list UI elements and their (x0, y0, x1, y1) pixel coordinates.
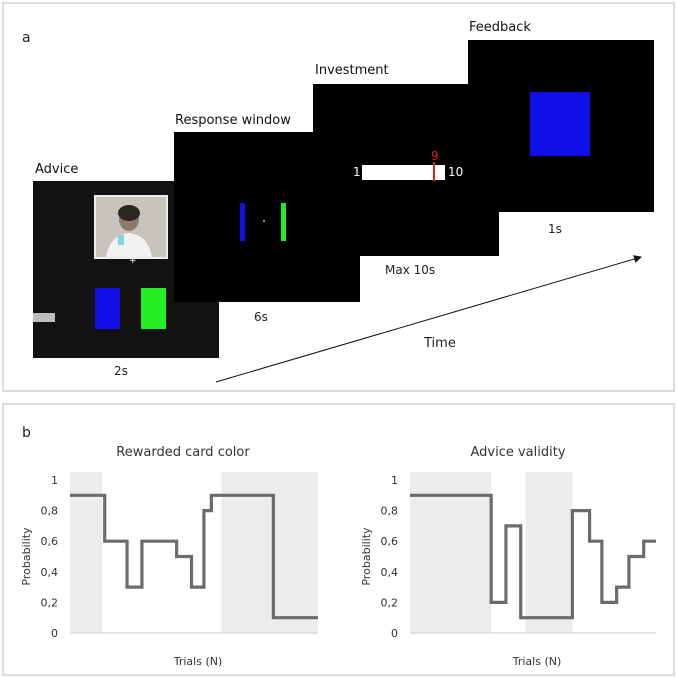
y-tick-label: 0,8 (41, 505, 59, 518)
y-tick-label: 1 (391, 474, 398, 487)
shaded-region (70, 472, 103, 633)
panel-b-label: b (22, 425, 31, 441)
panel-a-label: a (22, 30, 31, 46)
chart-title: Rewarded card color (116, 445, 250, 460)
slider-value: 9 (431, 149, 439, 163)
center-dot (263, 220, 265, 222)
advice-screen: + (33, 181, 219, 358)
shaded-region (221, 472, 318, 633)
y-tick-label: 0,2 (41, 596, 59, 609)
feedback-screen (468, 40, 654, 212)
advice-duration: 2s (114, 364, 128, 378)
scale-min-label: 1 (353, 165, 361, 179)
series-line (70, 493, 318, 620)
shaded-region (410, 472, 492, 633)
scale-max-label: 10 (448, 165, 464, 179)
x-axis-label: Trials (N) (512, 655, 562, 668)
y-tick-label: 0,8 (381, 505, 399, 518)
y-tick-label: 0,4 (381, 566, 399, 579)
y-axis-label: Probability (20, 527, 33, 586)
slider-marker (433, 162, 435, 181)
time-arrow (215, 255, 642, 383)
shaded-region (525, 472, 573, 633)
response-duration: 6s (254, 310, 268, 324)
green-bar (281, 203, 286, 241)
y-tick-label: 0,6 (381, 535, 399, 548)
chart-title: Advice validity (470, 445, 565, 460)
y-tick-label: 0,4 (41, 566, 59, 579)
advice-title: Advice (35, 162, 79, 177)
investment-title: Investment (315, 63, 389, 78)
investment-duration: Max 10s (385, 263, 436, 277)
gray-bar (33, 313, 55, 322)
fixation-cross: + (129, 256, 137, 266)
y-tick-label: 1 (51, 474, 58, 487)
y-tick-label: 0,2 (381, 596, 399, 609)
blue-bar (240, 203, 245, 241)
investment-slider[interactable] (362, 165, 445, 180)
green-card (141, 288, 166, 329)
x-axis-label: Trials (N) (173, 655, 223, 668)
response-title: Response window (175, 113, 291, 128)
feedback-card (530, 92, 590, 156)
advisor-photo (94, 195, 168, 259)
y-tick-label: 0,6 (41, 535, 59, 548)
blue-card (95, 288, 120, 329)
feedback-title: Feedback (469, 20, 531, 35)
feedback-duration: 1s (548, 222, 562, 236)
y-tick-label: 0 (391, 627, 398, 640)
series-line (410, 493, 656, 620)
y-axis-label: Probability (360, 527, 373, 586)
chart-rewarded-card-color: Rewarded card color 0 0,2 0,4 0,6 0,8 1Probabi… (20, 445, 318, 668)
chart-advice-validity: Advice validity 0 0,2 0,4 0,6 0,8 1Probability… (360, 445, 656, 668)
advisor-icon (96, 197, 166, 257)
y-tick-label: 0 (51, 627, 58, 640)
time-label: Time (424, 336, 456, 351)
